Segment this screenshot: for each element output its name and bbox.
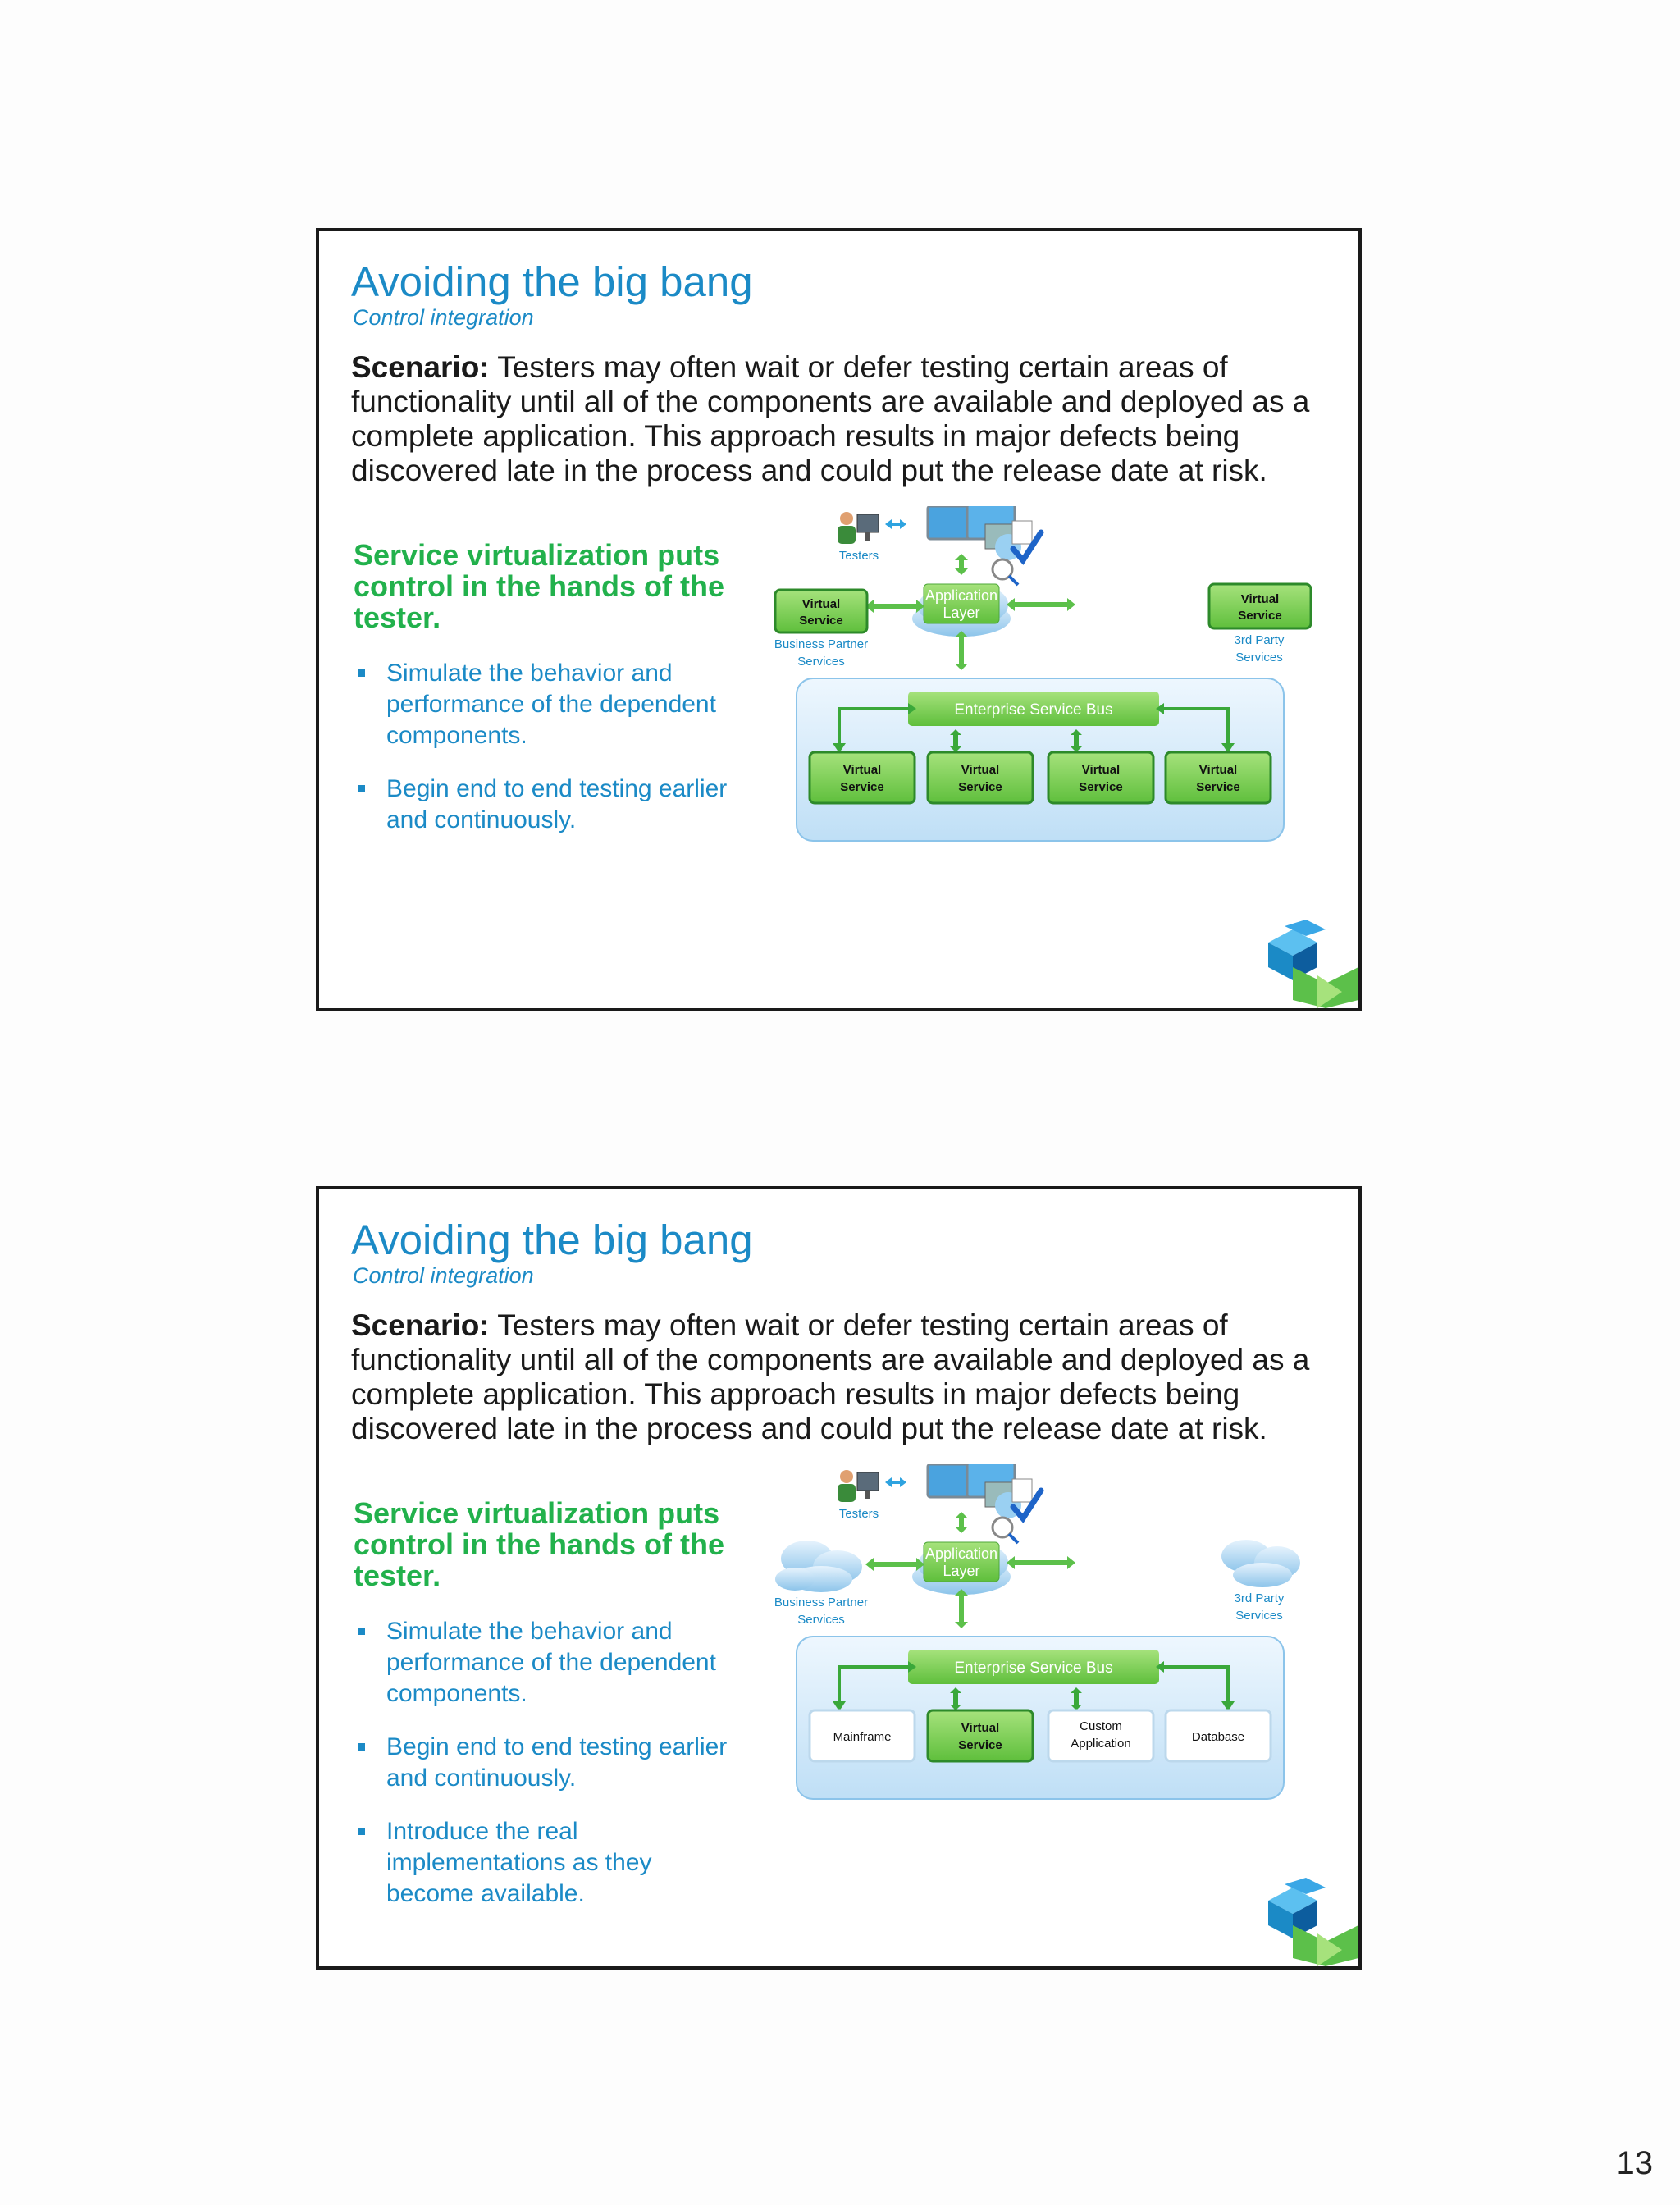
bullet-list: Simulate the behavior and performance of… [354,658,739,858]
bullet-text: Simulate the behavior and performance of… [386,1618,716,1707]
computer-devices-icon [926,1464,1033,1518]
right-caption-1: 3rd Party [1235,1591,1285,1605]
bottom-box-2-label-1: Virtual [961,763,999,777]
bottom-box-3-label-2: Application [1071,1737,1130,1751]
bottom-box-1-label-2: Service [840,780,883,794]
esb-label: Enterprise Service Bus [954,701,1112,719]
bottom-box-3-label-1: Custom [1080,1719,1122,1733]
esb-label: Enterprise Service Bus [954,1659,1112,1677]
scenario-text: Testers may often wait or defer testing … [351,1308,1310,1445]
bottom-box-2-label-1: Virtual [961,1721,999,1735]
bottom-box-2-label-2: Service [958,1738,1002,1752]
architecture-diagram: Testers Application Layer [774,506,1312,842]
slide-1: Avoiding the big bang Control integratio… [316,228,1362,1011]
bottom-box-4-label: Database [1192,1730,1244,1744]
bullet-marker [358,1628,365,1635]
slide-subtitle: Control integration [353,1263,534,1288]
bottom-box-3-label-2: Service [1079,780,1122,794]
bullet-item: Simulate the behavior and performance of… [354,1616,739,1710]
slide-title: Avoiding the big bang [351,1217,753,1263]
callout-heading: Service virtualization puts control in t… [354,538,724,634]
bullet-list: Simulate the behavior and performance of… [354,1616,739,1932]
checkmark-icon [991,529,1044,587]
bullet-text: Begin end to end testing earlier and con… [386,1733,728,1792]
checkmark-icon [991,1487,1044,1545]
bullet-marker [358,1743,365,1751]
bullet-item: Begin end to end testing earlier and con… [354,774,739,836]
scenario-label: Scenario: [351,350,490,384]
scenario-paragraph: Scenario: Testers may often wait or defe… [351,1308,1335,1446]
tester-person-icon [838,512,906,544]
left-caption-2: Services [797,1613,845,1627]
left-caption-2: Services [797,655,845,669]
left-box-label-2: Service [799,614,842,628]
right-caption-1: 3rd Party [1235,633,1285,647]
bullet-text: Introduce the real implementations as th… [386,1818,652,1907]
page-number: 13 [1616,2145,1654,2181]
bullet-text: Begin end to end testing earlier and con… [386,775,728,833]
bullet-marker [358,785,365,792]
bullet-marker [358,669,365,677]
bottom-box-4-label-1: Virtual [1199,763,1237,777]
app-layer-label-1: Application [925,587,998,604]
business-partner-cloud-icon [775,1541,862,1592]
tester-person-icon [838,1470,906,1502]
bullet-text: Simulate the behavior and performance of… [386,660,716,749]
bullet-item: Introduce the real implementations as th… [354,1816,739,1910]
third-party-cloud-icon [1221,1540,1300,1587]
company-logo-icon [1268,920,1358,1008]
testers-label: Testers [839,549,879,563]
app-layer-label-2: Layer [943,1563,979,1579]
bullet-item: Begin end to end testing earlier and con… [354,1732,739,1794]
slide-subtitle: Control integration [353,305,534,330]
app-layer-label-1: Application [925,1545,998,1562]
right-caption-2: Services [1235,651,1283,664]
slide-title: Avoiding the big bang [351,258,753,305]
left-caption-1: Business Partner [774,637,868,651]
bottom-box-3-label-1: Virtual [1082,763,1120,777]
callout-heading: Service virtualization puts control in t… [354,1496,724,1592]
app-layer-label-2: Layer [943,605,979,621]
left-caption-1: Business Partner [774,1596,868,1609]
slide-2: Avoiding the big bang Control integratio… [316,1186,1362,1970]
right-caption-2: Services [1235,1609,1283,1623]
bottom-box-4-label-2: Service [1196,780,1239,794]
bottom-box-1-label: Mainframe [833,1730,892,1744]
company-logo-icon [1268,1878,1358,1966]
testers-label: Testers [839,1507,879,1521]
bottom-box-1-label-1: Virtual [843,763,881,777]
architecture-diagram: Testers Application Layer [774,1464,1300,1800]
right-box-label-2: Service [1238,609,1281,623]
left-box-label-1: Virtual [802,597,840,611]
scenario-text: Testers may often wait or defer testing … [351,350,1310,487]
bullet-item: Simulate the behavior and performance of… [354,658,739,751]
scenario-label: Scenario: [351,1308,490,1342]
bullet-marker [358,1828,365,1835]
right-box-label-1: Virtual [1241,592,1279,606]
bottom-box-2-label-2: Service [958,780,1002,794]
scenario-paragraph: Scenario: Testers may often wait or defe… [351,350,1335,488]
